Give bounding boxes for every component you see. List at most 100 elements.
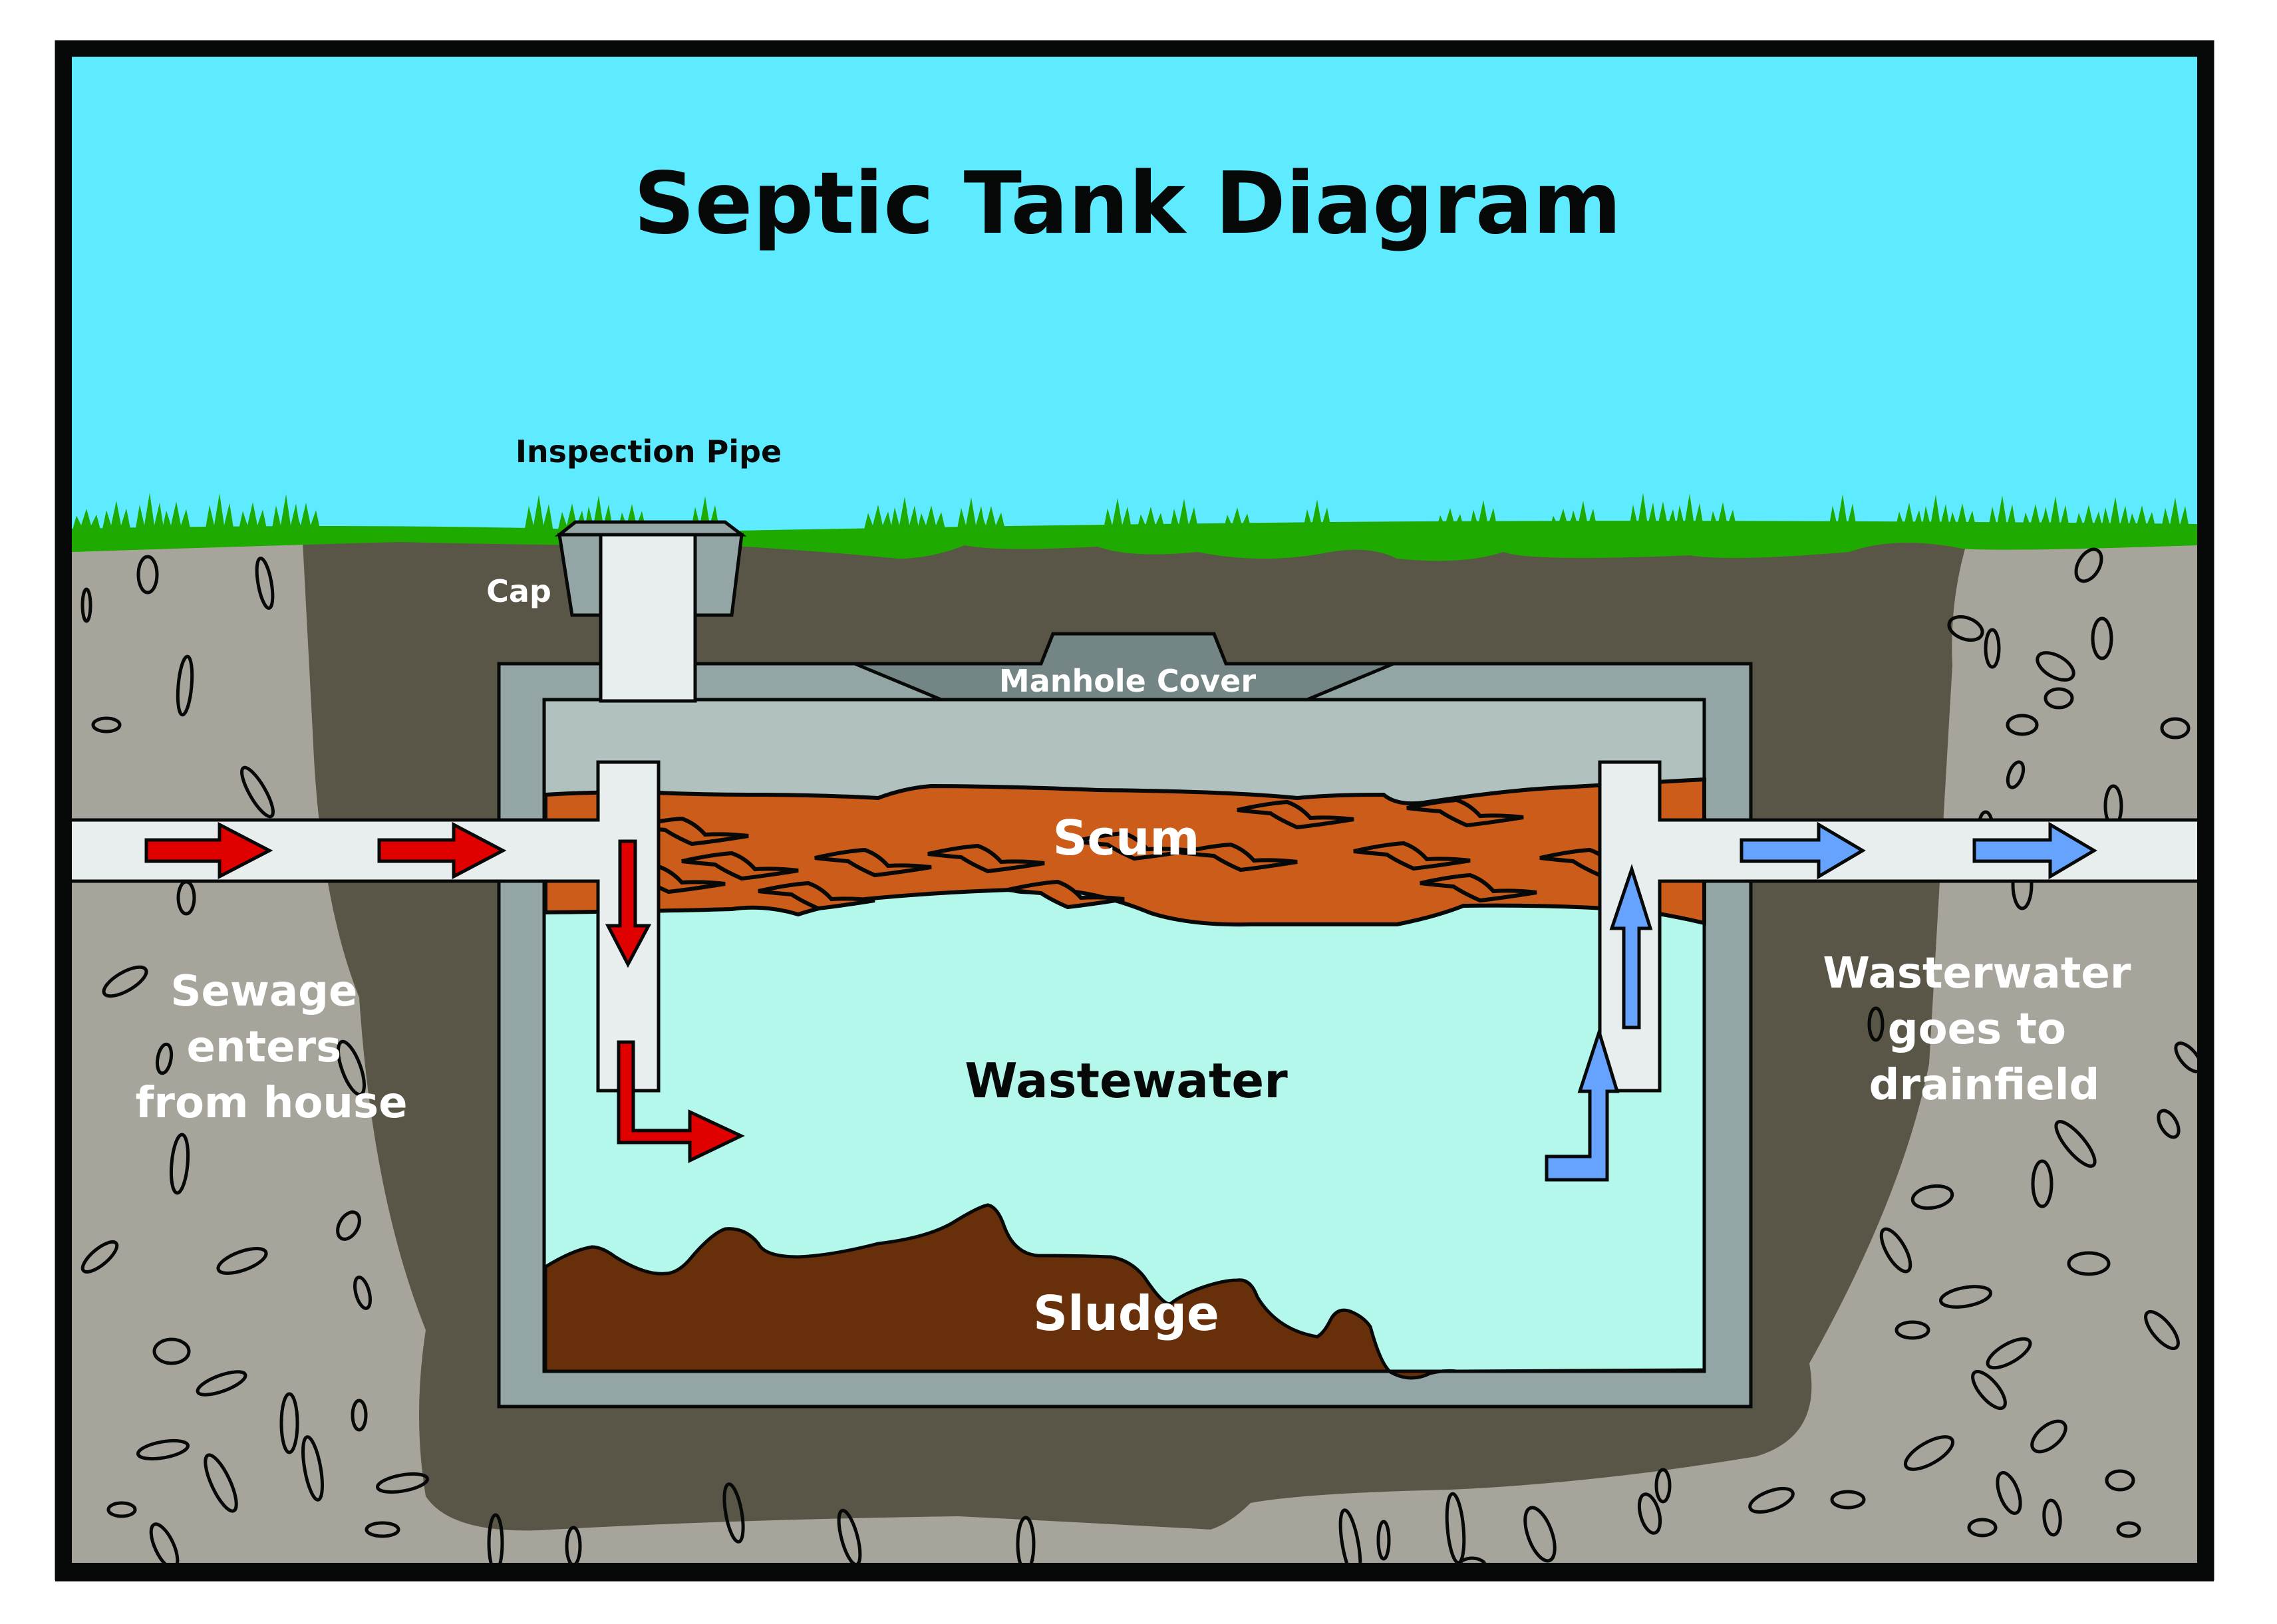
pebble xyxy=(1879,1227,1912,1274)
pebble xyxy=(1910,1184,1954,1210)
outflow-arrow-up-2 xyxy=(1545,1026,1620,1182)
label-outlet-line-2: goes to xyxy=(1888,1005,2066,1054)
scum-flake xyxy=(1353,841,1471,871)
grass-tuft xyxy=(1136,507,1165,532)
pebble xyxy=(136,1438,190,1461)
pebble xyxy=(365,1521,400,1538)
label-sludge: Sludge xyxy=(1033,1286,1219,1341)
pebble xyxy=(1654,1468,1672,1504)
pebble xyxy=(152,1337,191,1365)
scum-flake xyxy=(1237,799,1354,830)
pebble xyxy=(2054,1120,2097,1168)
scum-flake xyxy=(1406,797,1524,828)
grass-tuft xyxy=(890,497,919,532)
pebble xyxy=(1523,1506,1557,1563)
pebble xyxy=(2036,651,2075,682)
pebble xyxy=(2030,1419,2067,1454)
frame-outline xyxy=(55,40,2214,1581)
pebble xyxy=(351,1399,368,1432)
scum-flake xyxy=(681,851,799,881)
scum-flake xyxy=(927,843,1045,874)
grass-tuft xyxy=(2074,505,2103,532)
grass-tuft xyxy=(162,501,191,532)
pebble xyxy=(1947,615,1984,642)
grass-tuft xyxy=(205,493,234,532)
scum-flake xyxy=(758,880,875,911)
grass-tuft xyxy=(1469,500,1498,532)
inflow-arrow-elbow xyxy=(617,1040,745,1163)
inflow-arrow-1 xyxy=(144,821,273,880)
outflow-arrow-up xyxy=(1609,863,1653,1029)
grass-tuft xyxy=(1569,501,1598,532)
outflow-arrow-2 xyxy=(1972,821,2097,880)
grass-tuft xyxy=(1675,493,1704,532)
label-outlet: Wasterwater goes to drainfield xyxy=(1823,949,2145,1110)
grass-tuft xyxy=(1436,508,1465,532)
pebble xyxy=(216,1247,268,1275)
label-inlet-line-1: Sewage xyxy=(170,967,357,1016)
grass-tuft xyxy=(1169,499,1199,532)
sludge-layer xyxy=(543,1203,1706,1380)
pebble xyxy=(80,1240,119,1274)
pebble xyxy=(1637,1492,1662,1535)
pebble xyxy=(1748,1486,1795,1514)
pebble xyxy=(1903,1435,1955,1471)
pebble xyxy=(837,1508,862,1563)
inspection-pipe-cap-top xyxy=(554,520,747,537)
pebble xyxy=(1971,1369,2007,1411)
pebble xyxy=(2174,1041,2197,1073)
diagram-title: Septic Tank Diagram xyxy=(633,154,1621,253)
soil-pebbles xyxy=(80,547,2197,1563)
scum-flake xyxy=(1180,842,1298,873)
pebble xyxy=(376,1472,429,1494)
pebble xyxy=(336,1210,361,1241)
grass-tuft xyxy=(2041,496,2070,532)
inflow-arrow-down xyxy=(605,839,652,968)
pebble xyxy=(1967,1518,1998,1538)
grass-tuft xyxy=(1628,493,1658,532)
grass-tuft xyxy=(1895,503,1924,532)
pebble xyxy=(1938,1285,1993,1309)
grass-tuft xyxy=(238,502,267,532)
pebble xyxy=(1986,1337,2032,1370)
grass-tuft xyxy=(957,497,986,532)
pebble xyxy=(255,557,275,610)
scum-flake xyxy=(1007,879,1125,910)
grass-tuft xyxy=(1988,495,2017,532)
pebble xyxy=(1867,1006,1885,1042)
grass-tuft xyxy=(72,509,101,532)
inflow-arrow-2 xyxy=(377,821,507,880)
label-wastewater: Wastewater xyxy=(965,1053,1288,1109)
pebble xyxy=(102,965,148,998)
pebble xyxy=(155,1042,174,1075)
scum-flake xyxy=(814,847,932,878)
pebble xyxy=(279,1392,299,1454)
pebble xyxy=(2042,1498,2062,1537)
pebble xyxy=(1376,1520,1391,1561)
pebble xyxy=(106,1501,137,1518)
scum-flake xyxy=(1420,873,1537,903)
label-inlet-line-3: from house xyxy=(136,1079,408,1128)
grass-tuft xyxy=(135,493,164,532)
pebble xyxy=(2006,714,2039,736)
inspection-pipe xyxy=(599,533,697,703)
grass-tuft xyxy=(1828,494,1857,532)
pebble xyxy=(1895,1320,1930,1340)
pebble xyxy=(2157,1109,2181,1139)
pebble xyxy=(2067,1251,2111,1276)
grass-tuft xyxy=(271,494,301,532)
pebble xyxy=(149,1522,180,1563)
label-inspection-pipe: Inspection Pipe xyxy=(516,434,782,470)
grass-tuft xyxy=(1103,498,1132,532)
pebble xyxy=(1984,628,2001,669)
pebble xyxy=(2105,1469,2135,1492)
pebble xyxy=(2031,1159,2053,1208)
pebble xyxy=(301,1435,324,1502)
pebble xyxy=(136,555,159,595)
label-inlet: Sewage enters from house xyxy=(136,967,408,1128)
pebble xyxy=(565,1526,582,1563)
pebble xyxy=(196,1370,247,1397)
label-outlet-line-1: Wasterwater xyxy=(1823,949,2131,998)
grass-tuft xyxy=(102,501,131,532)
